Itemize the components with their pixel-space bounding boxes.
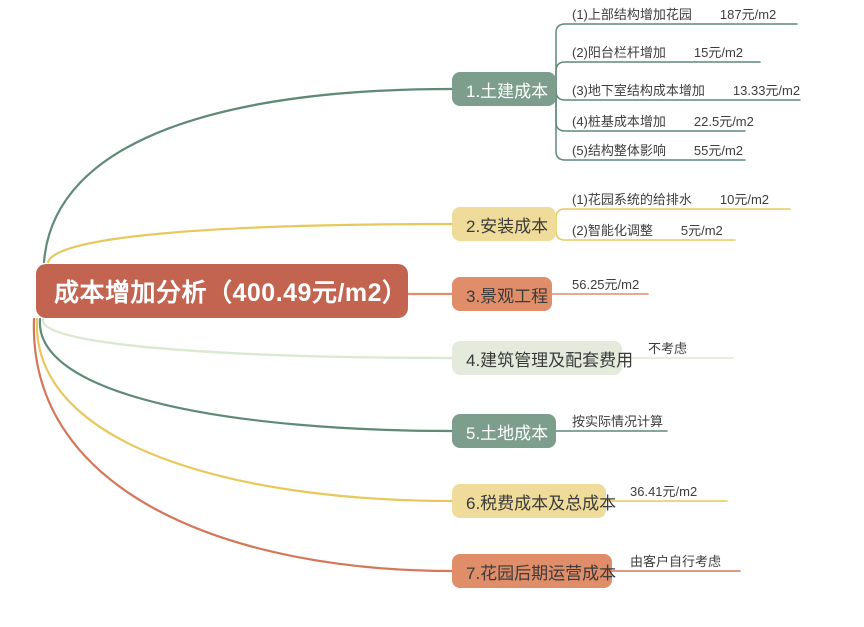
branch-node-4[interactable]: 4.建筑管理及配套费用 <box>452 341 633 375</box>
leaf-node-1-3[interactable]: (3)地下室结构成本增加 13.33元/m2 <box>572 84 800 97</box>
leaf-label: (5)结构整体影响 <box>572 143 666 158</box>
leaf-label: (3)地下室结构成本增加 <box>572 83 705 98</box>
leaf-label: (4)桩基成本增加 <box>572 114 666 129</box>
leaf-value: 5元/m2 <box>680 223 723 238</box>
branch-connector-2 <box>46 222 454 264</box>
root-node-label: 成本增加分析（400.49元/m2） <box>54 279 408 307</box>
leaf-node-2-2[interactable]: (2)智能化调整 5元/m2 <box>572 224 723 237</box>
leaf-value: 10元/m2 <box>719 192 770 207</box>
branch-connector-1 <box>42 87 454 264</box>
branch-connector-5 <box>38 317 454 433</box>
leaf-node-1-5[interactable]: (5)结构整体影响 55元/m2 <box>572 144 743 157</box>
leaf-node-4-1[interactable]: 不考虑 <box>648 342 687 355</box>
leaf-node-1-2[interactable]: (2)阳台栏杆增加 15元/m2 <box>572 46 743 59</box>
leaf-value: 187元/m2 <box>719 7 777 22</box>
branch-connector-6 <box>35 317 454 503</box>
leaf-label: (2)阳台栏杆增加 <box>572 45 666 60</box>
branch-node-7[interactable]: 7.花园后期运营成本 <box>452 554 616 588</box>
leaf-node-3-1[interactable]: 56.25元/m2 <box>572 278 639 291</box>
branch-connector-7 <box>32 317 454 573</box>
leaf-label: 由客户自行考虑 <box>630 554 722 569</box>
branch-node-label: 2.安装成本 <box>466 216 549 236</box>
leaf-node-6-1[interactable]: 36.41元/m2 <box>630 485 697 498</box>
branch-node-2[interactable]: 2.安装成本 <box>452 207 556 241</box>
leaf-label: 56.25元/m2 <box>572 277 640 292</box>
leaf-node-5-1[interactable]: 按实际情况计算 <box>572 415 663 428</box>
leaf-node-1-1[interactable]: (1)上部结构增加花园 187元/m2 <box>572 8 776 21</box>
leaf-label: 不考虑 <box>648 341 688 356</box>
leaf-label: 36.41元/m2 <box>630 484 698 499</box>
branch-connector-4 <box>41 317 454 360</box>
root-node[interactable]: 成本增加分析（400.49元/m2） <box>36 264 408 318</box>
branch-node-3[interactable]: 3.景观工程 <box>452 277 552 311</box>
leaf-label: (1)花园系统的给排水 <box>572 192 692 207</box>
leaf-connector-2-1 <box>555 208 791 225</box>
leaf-value: 55元/m2 <box>693 143 744 158</box>
branch-node-label: 5.土地成本 <box>466 423 549 443</box>
branch-node-5[interactable]: 5.土地成本 <box>452 414 556 448</box>
leaf-label: (2)智能化调整 <box>572 223 653 238</box>
leaf-node-1-4[interactable]: (4)桩基成本增加 22.5元/m2 <box>572 115 754 128</box>
leaf-value: 13.33元/m2 <box>732 83 801 98</box>
branch-node-label: 6.税费成本及总成本 <box>466 493 617 513</box>
leaf-node-7-1[interactable]: 由客户自行考虑 <box>630 555 721 568</box>
branch-node-label: 3.景观工程 <box>466 286 549 306</box>
branch-node-label: 1.土建成本 <box>466 81 549 101</box>
branch-node-1[interactable]: 1.土建成本 <box>452 72 556 106</box>
leaf-node-2-1[interactable]: (1)花园系统的给排水 10元/m2 <box>572 193 769 206</box>
branch-node-6[interactable]: 6.税费成本及总成本 <box>452 484 616 518</box>
branch-node-label: 7.花园后期运营成本 <box>466 563 617 583</box>
leaf-label: 按实际情况计算 <box>572 414 664 429</box>
branch-node-label: 4.建筑管理及配套费用 <box>466 350 634 370</box>
leaf-value: 22.5元/m2 <box>693 114 754 129</box>
leaf-label: (1)上部结构增加花园 <box>572 7 692 22</box>
leaf-value: 15元/m2 <box>693 45 744 60</box>
